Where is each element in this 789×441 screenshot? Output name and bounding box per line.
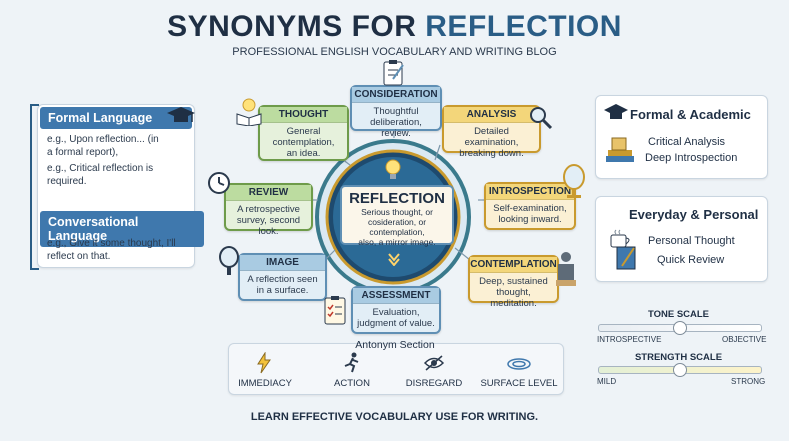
node-review-line2: survey, second look.: [236, 215, 301, 237]
node-thought-line3: an idea.: [286, 148, 321, 159]
formal-example-2-line2: required.: [47, 176, 87, 187]
everyday-personal-title: Everyday & Personal: [629, 207, 759, 222]
page-subtitle: PROFESSIONAL ENGLISH VOCABULARY AND WRIT…: [232, 46, 557, 58]
graduation-cap-icon: [166, 104, 196, 133]
antonym-item-4: SURFACE LEVEL: [480, 378, 558, 389]
node-review-line1: A retrospective: [237, 204, 300, 215]
hand-mirror-icon: [216, 246, 242, 281]
arrow-down-icon: [386, 252, 402, 271]
strength-scale-title: STRENGTH SCALE: [634, 352, 723, 363]
node-analysis: ANALYSIS Detailed examination, breaking …: [442, 105, 541, 159]
node-introspection-line1: Self-examination,: [493, 203, 567, 214]
notebook-icon: [614, 244, 640, 277]
tone-scale-knob[interactable]: [673, 321, 687, 335]
running-person-icon: [342, 352, 362, 379]
node-consideration-line1: Thoughtful: [373, 106, 419, 117]
books-icon: [604, 136, 636, 171]
strength-scale-left-label: MILD: [597, 377, 617, 386]
ripple-icon: [506, 356, 532, 377]
node-contemplation-line2: thought, meditation.: [490, 287, 537, 309]
formal-language-title: Formal Language: [40, 107, 192, 129]
tone-scale-right-label: OBJECTIVE: [722, 335, 767, 344]
node-assessment-title: ASSESSMENT: [353, 288, 439, 304]
strength-scale-knob[interactable]: [673, 363, 687, 377]
center-line3: also, a mirror image.: [358, 237, 436, 247]
node-introspection-line2: looking inward.: [498, 214, 562, 225]
node-assessment: ASSESSMENT Evaluation, judgment of value…: [351, 286, 441, 334]
lightning-icon: [256, 351, 272, 379]
node-review: REVIEW A retrospective survey, second lo…: [224, 183, 313, 237]
clock-refresh-icon: [206, 170, 232, 201]
center-line2: cosideration, or contemplation,: [367, 217, 427, 237]
mirror-icon: [561, 163, 587, 204]
title-part1: SYNONYMS FOR: [167, 10, 417, 43]
node-contemplation-line1: Deep, sustained: [479, 276, 548, 287]
page-title: SYNONYMS FOR REFLECTION: [0, 10, 789, 44]
node-contemplation: CONTEMPLATION Deep, sustained thought, m…: [468, 255, 559, 309]
book-lightbulb-icon: [234, 96, 264, 131]
formal-academic-title: Formal & Academic: [630, 107, 751, 122]
conversational-example: e.g., Give it some thought, I'll reflect…: [47, 237, 192, 263]
antonym-item-2: ACTION: [334, 378, 370, 389]
tone-scale-title: TONE SCALE: [647, 309, 710, 320]
conversational-language-title: Conversational Language: [40, 211, 204, 247]
formal-example-2-line1: e.g., Critical reflection is: [47, 163, 154, 174]
conversational-example-line1: e.g., Give it some thought, I'll: [47, 238, 176, 249]
center-card: REFLECTION Serious thought, or cosiderat…: [340, 185, 454, 247]
node-contemplation-title: CONTEMPLATION: [470, 257, 557, 273]
tone-scale-left-label: INTROSPECTIVE: [597, 335, 662, 344]
antonym-title: Antonym Section: [355, 339, 435, 351]
node-thought-title: THOUGHT: [260, 107, 347, 123]
node-introspection-title: INTROSPECTION: [486, 184, 574, 200]
node-consideration-title: CONSIDERATION: [352, 87, 440, 103]
node-thought-line2: contemplation,: [272, 137, 335, 148]
antonym-panel: [228, 343, 564, 395]
node-image-line2: in a surface.: [256, 285, 309, 296]
center-line1: Serious thought, or: [361, 207, 433, 217]
conversational-example-line2: reflect on that.: [47, 251, 111, 262]
academic-cap-icon: [603, 102, 629, 129]
lightbulb-icon: [384, 158, 402, 187]
node-assessment-line1: Evaluation,: [372, 307, 420, 318]
eye-slash-icon: [423, 354, 445, 377]
node-analysis-line1: Detailed examination,: [464, 126, 519, 148]
node-image: IMAGE A reflection seen in a surface.: [238, 253, 327, 301]
formal-example-1: e.g., Upon reflection... (in a formal re…: [47, 133, 187, 159]
footer-banner: LEARN EFFECTIVE VOCABULARY USE FOR WRITI…: [250, 411, 539, 423]
bracket-line: [30, 104, 39, 270]
everyday-item-2: Quick Review: [657, 254, 725, 266]
antonym-item-1: IMMEDIACY: [238, 378, 292, 389]
center-title: REFLECTION: [349, 190, 445, 207]
node-introspection: INTROSPECTION Self-examination, looking …: [484, 182, 576, 230]
node-analysis-line2: breaking down.: [459, 148, 524, 159]
node-review-title: REVIEW: [226, 185, 311, 201]
node-image-line1: A reflection seen: [247, 274, 318, 285]
checklist-icon: [322, 295, 348, 332]
node-image-title: IMAGE: [240, 255, 325, 271]
node-thought: THOUGHT General contemplation, an idea.: [258, 105, 349, 161]
formal-example-1-line2: a formal report),: [47, 147, 119, 158]
formal-example-2: e.g., Critical reflection is required.: [47, 162, 187, 188]
academic-item-2: Deep Introspection: [645, 152, 738, 164]
formal-example-1-line1: e.g., Upon reflection... (in: [47, 134, 159, 145]
academic-item-1: Critical Analysis: [648, 136, 726, 148]
node-assessment-line2: judgment of value.: [357, 318, 435, 329]
title-part2: REFLECTION: [425, 10, 622, 43]
clipboard-icon: [381, 59, 407, 92]
everyday-item-1: Personal Thought: [648, 235, 735, 247]
magnifier-icon: [528, 105, 554, 136]
thinking-person-icon: [553, 250, 579, 293]
node-consideration-line2: deliberation, review.: [370, 117, 422, 139]
strength-scale-right-label: STRONG: [731, 377, 766, 386]
node-consideration: CONSIDERATION Thoughtful deliberation, r…: [350, 85, 442, 139]
node-analysis-title: ANALYSIS: [444, 107, 539, 123]
node-thought-line1: General: [286, 126, 321, 137]
antonym-item-3: DISREGARD: [405, 378, 463, 389]
